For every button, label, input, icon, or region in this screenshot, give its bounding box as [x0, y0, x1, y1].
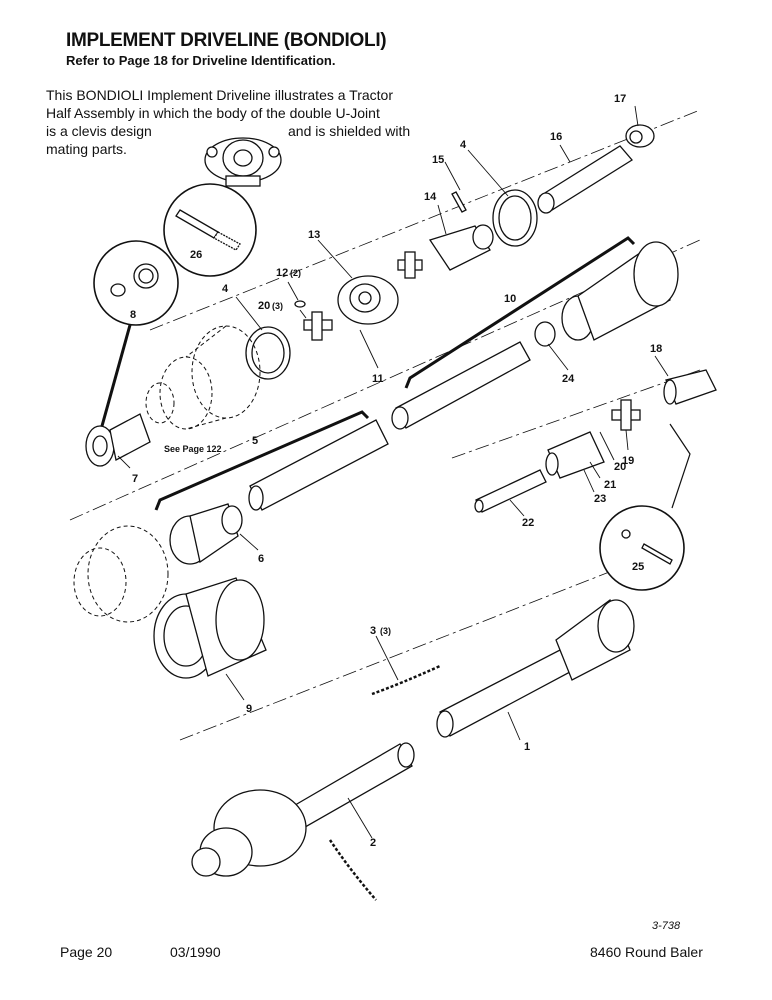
part-23-yoke: [545, 431, 605, 479]
label-10: 10: [504, 293, 516, 305]
see-page-note: See Page 122: [164, 444, 222, 454]
label-19: 19: [622, 455, 634, 467]
part-24-bearing-ring: [534, 321, 556, 347]
label-8: 8: [130, 309, 136, 321]
part-9-outer-shield: [153, 577, 267, 679]
part-10-tube: [391, 341, 531, 430]
label-24: 24: [562, 373, 575, 385]
figure-code: 3-738: [652, 920, 681, 932]
label-13: 13: [308, 229, 320, 241]
label-3-qty: (3): [380, 626, 391, 636]
label-21: 21: [604, 479, 616, 491]
label-12-qty: (2): [290, 268, 301, 278]
page-subtitle: Refer to Page 18 for Driveline Identific…: [66, 53, 336, 68]
dashed-shield-cone-upper: [145, 325, 261, 430]
intro-line-2: Half Assembly in which the body of the d…: [46, 105, 380, 121]
label-20-upper-qty: (3): [272, 301, 283, 311]
intro-line-4: mating parts.: [46, 141, 127, 157]
upper-cross-joint: [397, 251, 423, 279]
label-7: 7: [132, 473, 138, 485]
label-4-upper: 4: [460, 139, 467, 151]
page-title: IMPLEMENT DRIVELINE (BONDIOLI): [66, 30, 387, 51]
upper-plane-line: [149, 109, 701, 331]
label-11: 11: [372, 373, 384, 385]
part-5-tube: [248, 419, 389, 511]
part-18-yoke: [663, 369, 717, 405]
label-18: 18: [650, 343, 662, 355]
footer-page: Page 20: [60, 944, 113, 960]
middle-plane-line: [69, 239, 701, 521]
part-17-collar: [625, 124, 655, 148]
callout-26: [163, 183, 257, 277]
part-4-lower-ring: [245, 326, 291, 380]
part-16-shield-tube: [537, 145, 633, 214]
lower-plane-line: [179, 559, 641, 741]
label-26: 26: [190, 249, 202, 261]
leader-lines: [117, 105, 669, 839]
part-12-washer: [294, 300, 306, 308]
label-25: 25: [632, 561, 644, 573]
footer-model: 8460 Round Baler: [590, 944, 703, 960]
lower-right-plane-line: [451, 369, 701, 459]
intro-line-1: This BONDIOLI Implement Driveline illust…: [46, 87, 393, 103]
part-4-upper-ring: [492, 189, 538, 247]
part-3-chain: [371, 664, 441, 696]
label-15: 15: [432, 154, 444, 166]
footer-date: 03/1990: [170, 944, 221, 960]
part-19-cross: [611, 399, 641, 431]
part-13-double-yoke: [337, 275, 399, 325]
dashed-shield-cone-lower: [73, 525, 169, 623]
label-17: 17: [614, 93, 626, 105]
part-6-shield-ring: [169, 503, 243, 565]
bracket-10: [404, 236, 636, 389]
intro-line-3b: and is shielded with: [288, 123, 411, 139]
part-1-tube-assembly: [436, 598, 635, 738]
part-7-yoke-assembly: [85, 413, 151, 467]
label-4-lower: 4: [222, 283, 229, 295]
callout-8: [93, 240, 179, 427]
part-2-tube-assembly: [191, 742, 415, 901]
label-12: 12: [276, 267, 288, 279]
label-23: 23: [594, 493, 606, 505]
label-1: 1: [524, 741, 530, 753]
part-20-left-cross: [303, 311, 333, 341]
part-22-tube: [474, 469, 547, 513]
label-6: 6: [258, 553, 264, 565]
label-20-lower: 20: [614, 461, 626, 473]
label-5: 5: [252, 435, 258, 447]
label-3: 3: [370, 625, 376, 637]
part-15-pin: [451, 191, 467, 213]
label-20-upper: 20: [258, 300, 270, 312]
label-2: 2: [370, 837, 376, 849]
right-shield-cone: [561, 241, 679, 341]
intro-line-3a: is a clevis design: [46, 123, 152, 139]
callout-25: [599, 423, 691, 591]
clevis-yoke-illustration: [204, 137, 282, 187]
part-14-yoke: [428, 224, 494, 271]
label-9: 9: [246, 703, 252, 715]
label-14: 14: [424, 191, 437, 203]
bracket-5: [154, 410, 370, 511]
label-16: 16: [550, 131, 562, 143]
label-22: 22: [522, 517, 534, 529]
